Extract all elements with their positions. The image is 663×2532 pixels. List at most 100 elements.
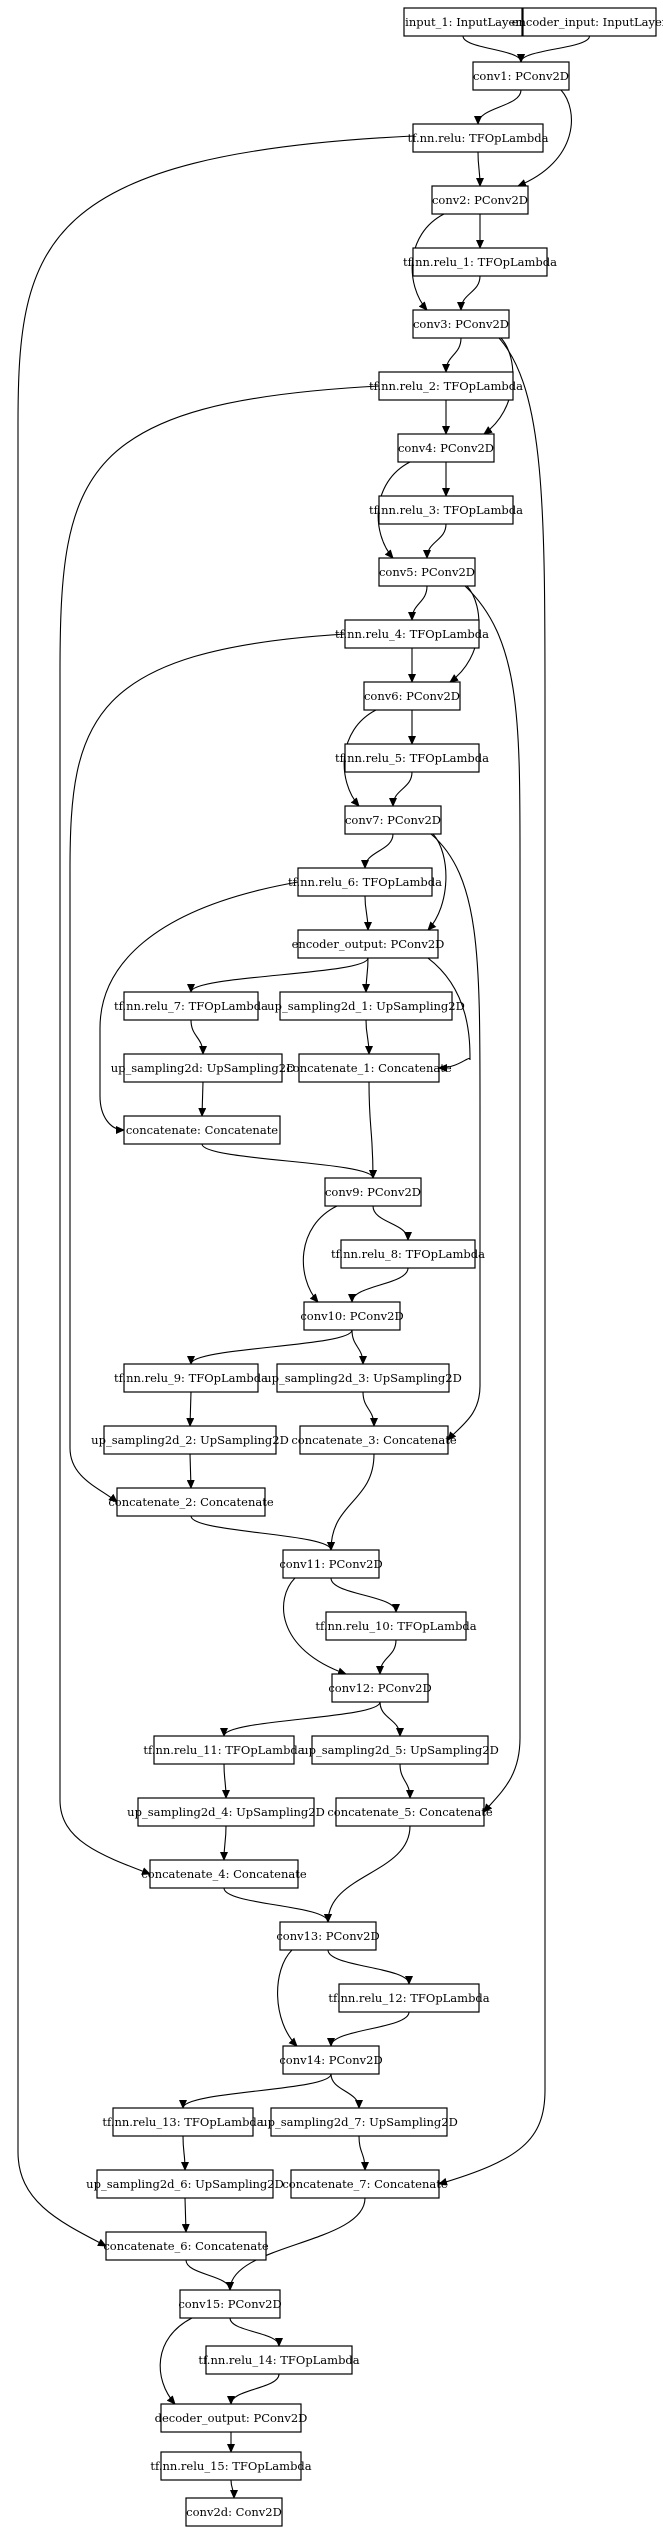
node-box	[279, 1921, 377, 1951]
node-label: conv2d: Conv2D	[186, 2505, 282, 2519]
node-box	[205, 2345, 353, 2375]
node-label: tf.nn.relu_12: TFOpLambda	[328, 1991, 489, 2005]
edge-relu_12-to-conv14	[327, 2011, 410, 2047]
edge-relu_13-to-up_6	[180, 2135, 189, 2171]
edge-conv7-to-concat_3	[430, 833, 481, 1441]
node-concat_0: concatenate: Concatenate	[123, 1115, 281, 1145]
node-label: conv3: PConv2D	[413, 317, 509, 331]
edge-concat_2-to-conv11	[190, 1515, 335, 1551]
node-label: up_sampling2d_7: UpSampling2D	[260, 2115, 458, 2129]
node-box	[344, 805, 442, 835]
node-concat_1: concatenate_1: Concatenate	[286, 1053, 452, 1083]
node-conv10: conv10: PConv2D	[300, 1301, 404, 1331]
node-box	[276, 1363, 450, 1393]
node-label: conv14: PConv2D	[279, 2053, 382, 2067]
edge-conv12-to-relu_11	[220, 1701, 381, 1737]
node-label: concatenate_6: Concatenate	[103, 2239, 269, 2253]
edge-relu_4-to-concat_2	[69, 633, 346, 1503]
node-relu: tf.nn.relu: TFOpLambda	[408, 123, 549, 153]
node-label: concatenate_5: Concatenate	[327, 1805, 493, 1819]
node-box	[325, 1611, 467, 1641]
node-relu_5: tf.nn.relu_5: TFOpLambda	[335, 743, 489, 773]
node-label: tf.nn.relu_9: TFOpLambda	[114, 1371, 268, 1385]
node-box	[403, 7, 523, 37]
node-label: up_sampling2d_6: UpSampling2D	[86, 2177, 284, 2191]
node-up_3: up_sampling2d_3: UpSampling2D	[264, 1363, 462, 1393]
node-label: tf.nn.relu_6: TFOpLambda	[288, 875, 442, 889]
edge-encoder_output-to-concat_1	[427, 957, 471, 1072]
node-label: concatenate_1: Concatenate	[286, 1061, 452, 1075]
node-concat_2: concatenate_2: Concatenate	[108, 1487, 274, 1517]
node-label: concatenate_3: Concatenate	[291, 1433, 457, 1447]
edge-input_1-to-conv1	[462, 35, 525, 63]
node-box	[185, 2497, 283, 2527]
node-relu_12: tf.nn.relu_12: TFOpLambda	[328, 1983, 490, 2013]
node-concat_5: concatenate_5: Concatenate	[327, 1797, 493, 1827]
node-up_0: up_sampling2d: UpSampling2D	[111, 1053, 295, 1083]
edge-conv13-to-relu_12	[327, 1949, 413, 1985]
node-label: conv7: PConv2D	[345, 813, 441, 827]
node-box	[123, 991, 259, 1021]
node-relu_3: tf.nn.relu_3: TFOpLambda	[369, 495, 523, 525]
edge-up_7-to-concat_7	[358, 2135, 369, 2171]
node-conv6: conv6: PConv2D	[363, 681, 461, 711]
edge-relu_3-to-conv5	[423, 523, 447, 559]
node-label: tf.nn.relu_1: TFOpLambda	[403, 255, 557, 269]
node-box	[344, 743, 480, 773]
node-conv13: conv13: PConv2D	[276, 1921, 380, 1951]
edge-conv9-to-conv10	[302, 1205, 338, 1303]
node-box	[331, 1673, 429, 1703]
node-relu_14: tf.nn.relu_14: TFOpLambda	[198, 2345, 360, 2375]
node-box	[270, 2107, 448, 2137]
node-label: conv2: PConv2D	[432, 193, 528, 207]
node-box	[297, 867, 433, 897]
edge-conv5-to-relu_4	[408, 585, 428, 621]
node-box	[116, 1487, 266, 1517]
node-label: tf.nn.relu_11: TFOpLambda	[143, 1743, 304, 1757]
edge-relu_7-to-up_0	[190, 1019, 207, 1055]
edges-layer	[17, 35, 591, 2499]
node-label: conv15: PConv2D	[178, 2297, 281, 2311]
node-label: encoder_output: PConv2D	[292, 937, 445, 951]
node-conv1: conv1: PConv2D	[472, 61, 570, 91]
node-box	[363, 681, 461, 711]
node-conv11: conv11: PConv2D	[279, 1549, 383, 1579]
node-box	[123, 1115, 281, 1145]
node-relu_10: tf.nn.relu_10: TFOpLambda	[315, 1611, 477, 1641]
node-conv15: conv15: PConv2D	[178, 2289, 282, 2319]
node-conv4: conv4: PConv2D	[397, 433, 495, 463]
node-label: up_sampling2d_3: UpSampling2D	[264, 1371, 462, 1385]
node-label: conv4: PConv2D	[398, 441, 494, 455]
edge-relu_15-to-conv2d	[229, 2479, 238, 2499]
node-label: conv9: PConv2D	[325, 1185, 421, 1199]
edge-encoder_output-to-relu_7	[187, 957, 369, 993]
edge-conv15-to-decoder_output	[159, 2317, 193, 2405]
node-label: input_1: InputLayer	[405, 15, 521, 29]
edge-concat_7-to-conv15	[226, 2197, 366, 2291]
node-conv14: conv14: PConv2D	[279, 2045, 383, 2075]
node-label: tf.nn.relu_15: TFOpLambda	[150, 2459, 311, 2473]
node-label: tf.nn.relu: TFOpLambda	[408, 131, 549, 145]
node-relu_8: tf.nn.relu_8: TFOpLambda	[331, 1239, 485, 1269]
edge-relu_9-to-up_2	[186, 1391, 195, 1427]
node-label: conv10: PConv2D	[300, 1309, 403, 1323]
node-box	[282, 2045, 380, 2075]
node-box	[412, 247, 548, 277]
node-relu_9: tf.nn.relu_9: TFOpLambda	[114, 1363, 268, 1393]
edge-conv1-to-conv2	[517, 89, 572, 187]
node-box	[149, 1859, 299, 1889]
node-concat_3: concatenate_3: Concatenate	[291, 1425, 457, 1455]
edge-conv10-to-relu_9	[187, 1329, 353, 1365]
node-box	[179, 2289, 281, 2319]
node-concat_7: concatenate_7: Concatenate	[282, 2169, 448, 2199]
edge-up_5-to-concat_5	[399, 1763, 414, 1799]
node-conv2: conv2: PConv2D	[431, 185, 529, 215]
node-label: encoder_input: InputLayer	[512, 15, 663, 29]
node-label: tf.nn.relu_14: TFOpLambda	[198, 2353, 359, 2367]
node-box	[299, 1425, 449, 1455]
node-label: up_sampling2d_5: UpSampling2D	[301, 1743, 499, 1757]
node-box	[324, 1177, 422, 1207]
node-box	[297, 929, 439, 959]
edge-up_6-to-concat_6	[181, 2197, 190, 2233]
node-label: concatenate: Concatenate	[126, 1123, 278, 1137]
